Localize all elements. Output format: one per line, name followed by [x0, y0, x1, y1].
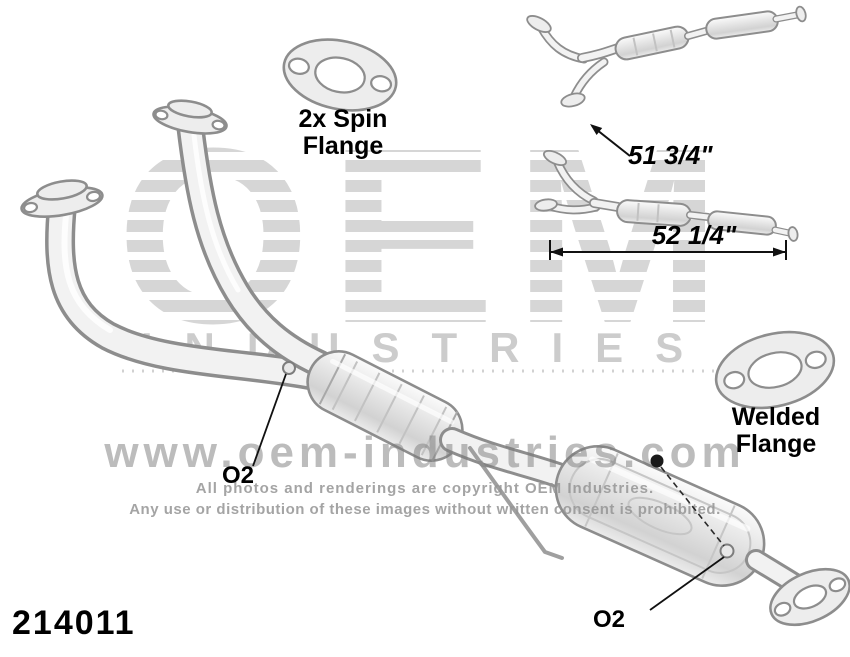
dimension-leader-upper [590, 124, 631, 157]
part-number: 214011 [12, 604, 136, 642]
ref2-outlet-flange [787, 226, 799, 242]
ref2-inlet-flange-1 [542, 149, 568, 167]
dimension-label-lower: 52 1/4" [651, 220, 737, 250]
o2-sensor-boss-front [282, 361, 296, 375]
reference-drawing-ypipe [534, 149, 799, 242]
o2-callout-left [252, 373, 287, 467]
o2-label-right: O2 [593, 606, 626, 633]
o2-sensor-boss-rear [719, 543, 735, 559]
ref2-rear-converter [707, 210, 777, 236]
welded-flange-gasket-icon [714, 330, 836, 410]
ref2-inlet-flange-2 [534, 198, 558, 212]
spin-flange-gasket-icon [282, 38, 398, 112]
reference-drawing-full-assembly [526, 5, 807, 108]
front-catalytic-converter [306, 350, 464, 462]
dimension-line-lower [549, 240, 787, 260]
spin-flange-label: 2x Spin Flange [298, 105, 388, 160]
inlet-flange-left [20, 179, 104, 218]
o2-label-left: O2 [222, 462, 255, 489]
welded-flange-label: Welded Flange [731, 403, 821, 458]
hanger-bracket [468, 446, 564, 560]
ref1-inlet-flange-1 [526, 15, 552, 33]
o2-location-dot [650, 454, 664, 468]
dimension-label-upper: 51 3/4" [628, 140, 713, 170]
ref1-outlet-flange [795, 5, 807, 23]
inlet-flange-right [152, 99, 228, 135]
outlet-flange [769, 567, 850, 627]
o2-callout-right [649, 454, 725, 611]
main-exhaust-illustration [20, 99, 850, 627]
ref1-front-converter [614, 25, 690, 61]
ref1-inlet-flange-2 [560, 92, 586, 108]
